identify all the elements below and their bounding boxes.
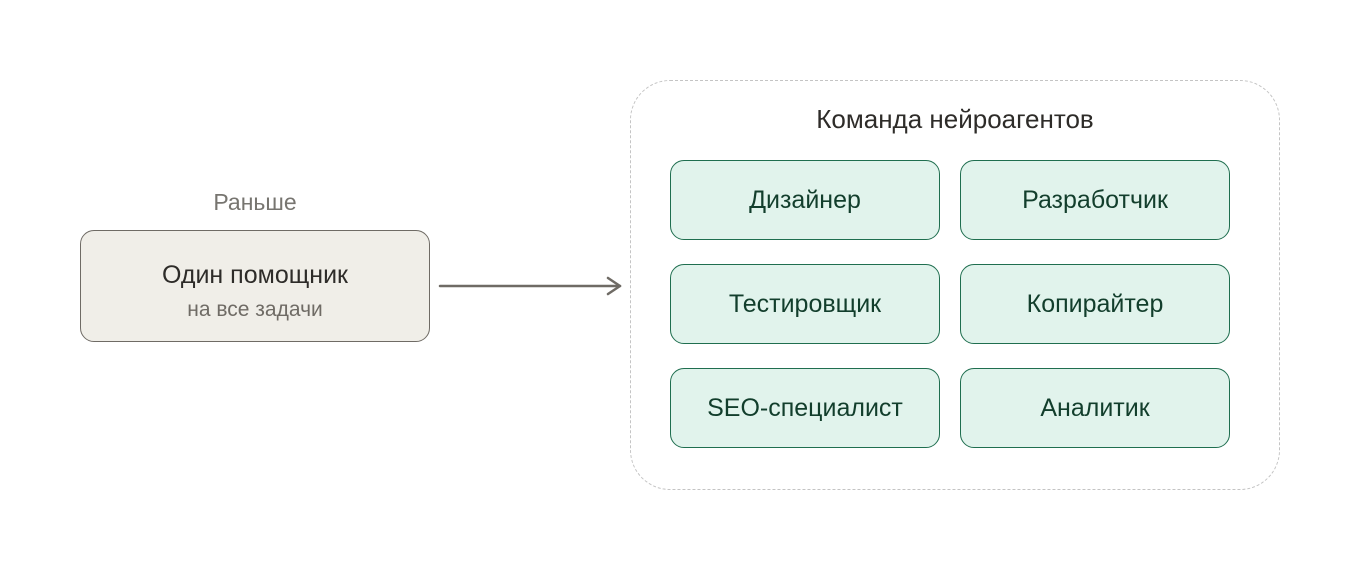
team-title: Команда нейроагентов	[816, 104, 1094, 134]
agent-label: SEO-специалист	[707, 393, 903, 422]
agent-card-tester: Тестировщик	[670, 264, 940, 344]
agent-label: Тестировщик	[728, 289, 882, 318]
before-caption: Раньше	[213, 189, 297, 215]
agent-label: Копирайтер	[1026, 289, 1164, 318]
agent-team-frame	[630, 80, 1280, 490]
helper-subtitle: на все задачи	[187, 298, 323, 321]
agent-label: Разработчик	[1022, 185, 1168, 214]
helper-title: Один помощник	[161, 261, 348, 289]
agent-label: Аналитик	[1040, 393, 1150, 422]
transition-arrow	[438, 276, 622, 296]
agent-card-developer: Разработчик	[960, 160, 1230, 240]
agent-card-designer: Дизайнер	[670, 160, 940, 240]
agent-card-seo-specialist: SEO-специалист	[670, 368, 940, 448]
agent-card-analyst: Аналитик	[960, 368, 1230, 448]
agent-label: Дизайнер	[749, 185, 861, 214]
single-helper-box: Один помощник на все задачи	[80, 230, 430, 342]
agent-card-copywriter: Копирайтер	[960, 264, 1230, 344]
